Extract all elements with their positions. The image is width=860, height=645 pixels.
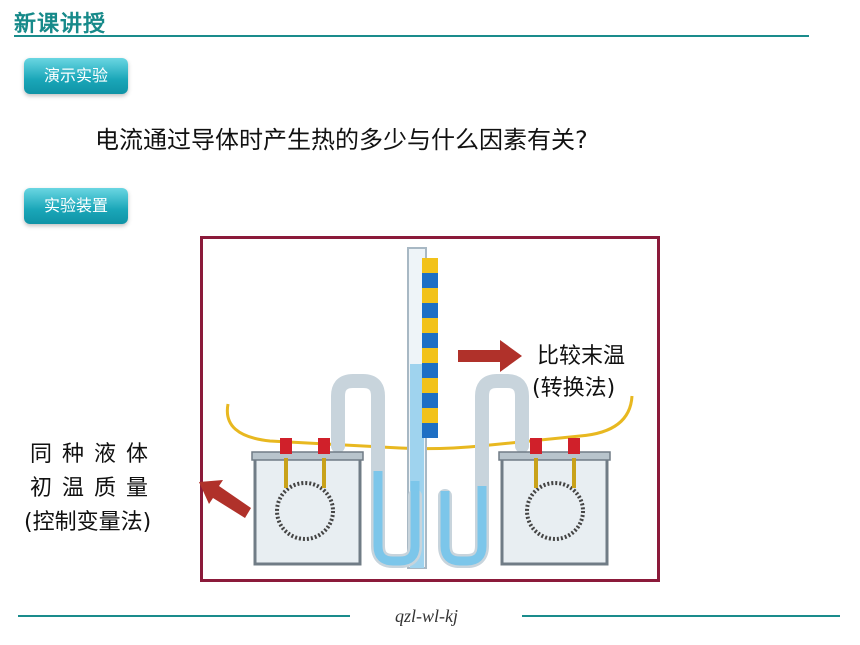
label-compare-final-temp: 比较末温 xyxy=(537,344,626,369)
ruler-stripe xyxy=(422,348,438,363)
right-container xyxy=(498,438,611,566)
demo-experiment-tag[interactable]: 演示实验 xyxy=(24,58,128,94)
ruler-stripe xyxy=(422,408,438,423)
label-conversion-method: (转换法) xyxy=(532,376,616,401)
ruler-stripe xyxy=(422,273,438,288)
header-divider xyxy=(14,35,809,37)
apparatus-diagram xyxy=(200,236,660,582)
ruler-stripe xyxy=(422,363,438,378)
label-same-liquid: 同种液体 xyxy=(30,442,159,467)
arrow-left-icon xyxy=(199,480,251,518)
ruler-stripe xyxy=(422,288,438,303)
ruler-stripe xyxy=(422,378,438,393)
left-container xyxy=(251,438,364,566)
arrow-right-icon xyxy=(458,340,522,372)
left-u-tube-liquid xyxy=(373,471,420,566)
label-initial-temp-mass: 初温质量 xyxy=(30,476,159,501)
footer-divider-right xyxy=(522,615,840,617)
right-u-tube-liquid xyxy=(440,486,487,566)
ruler-scale xyxy=(422,258,438,438)
ruler-stripe xyxy=(422,258,438,273)
ruler-stripe xyxy=(422,423,438,438)
header-title: 新课讲授 xyxy=(14,12,107,37)
ruler-stripe xyxy=(422,333,438,348)
apparatus-tag[interactable]: 实验装置 xyxy=(24,188,128,224)
footer-text: qzl-wl-kj xyxy=(395,606,458,626)
question-text: 电流通过导体时产生热的多少与什么因素有关? xyxy=(95,126,588,154)
label-control-variable-method: (控制变量法) xyxy=(24,510,152,535)
ruler-stripe xyxy=(422,318,438,333)
footer-divider-left xyxy=(18,615,350,617)
wire xyxy=(225,395,634,451)
ruler-stripe xyxy=(422,393,438,408)
ruler-stripe xyxy=(422,303,438,318)
